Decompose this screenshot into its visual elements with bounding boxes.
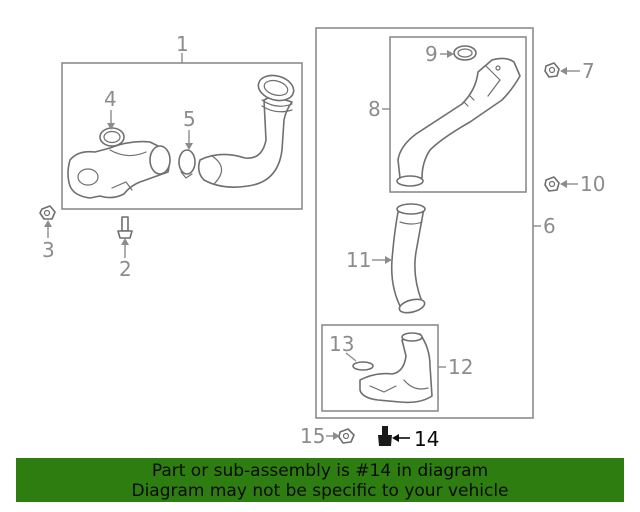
callout-1: 1: [176, 32, 189, 56]
callout-10: 10: [580, 172, 605, 196]
hose-clamp-5: [178, 149, 196, 179]
pipe-with-flange: [67, 140, 171, 199]
nut-7: [544, 62, 560, 78]
clamp-ring-4: [99, 127, 125, 147]
callout-4: 4: [104, 87, 117, 111]
banner-line-2: Diagram may not be specific to your vehi…: [131, 481, 509, 501]
nut-10: [544, 176, 560, 192]
assembly-box-6: [315, 27, 534, 419]
callout-12: 12: [448, 355, 473, 379]
callout-6: 6: [543, 214, 556, 238]
o-ring-13: [352, 361, 374, 371]
callout-8: 8: [368, 97, 381, 121]
leader-lines: [44, 50, 580, 442]
callout-7: 7: [582, 59, 595, 83]
nut-15: [338, 428, 355, 444]
callout-13: 13: [329, 332, 354, 356]
bolt-14-highlighted[interactable]: [378, 426, 392, 446]
assembly-box-12: [321, 324, 439, 412]
callout-14-highlighted: 14: [414, 427, 439, 451]
o-ring-9: [453, 45, 477, 61]
callout-15: 15: [300, 424, 325, 448]
bolt-2: [117, 216, 133, 239]
hose-11: [390, 203, 426, 314]
callout-3: 3: [42, 238, 55, 262]
callout-11: 11: [346, 248, 371, 272]
callout-2: 2: [119, 257, 132, 281]
parts-diagram: 1 4 5 3 2 9 8 7 10 6 11 13 12 15 14: [39, 27, 605, 451]
rubber-hose: [197, 74, 295, 188]
assembly-box-8: [389, 36, 527, 193]
outlet-pipe-12: [359, 332, 433, 404]
nut-3: [39, 205, 56, 220]
callout-5: 5: [183, 107, 196, 131]
info-banner: Part or sub-assembly is #14 in diagram D…: [16, 458, 624, 502]
upper-pipe-8: [396, 57, 521, 187]
callout-9: 9: [425, 42, 438, 66]
banner-line-1: Part or sub-assembly is #14 in diagram: [151, 461, 489, 481]
